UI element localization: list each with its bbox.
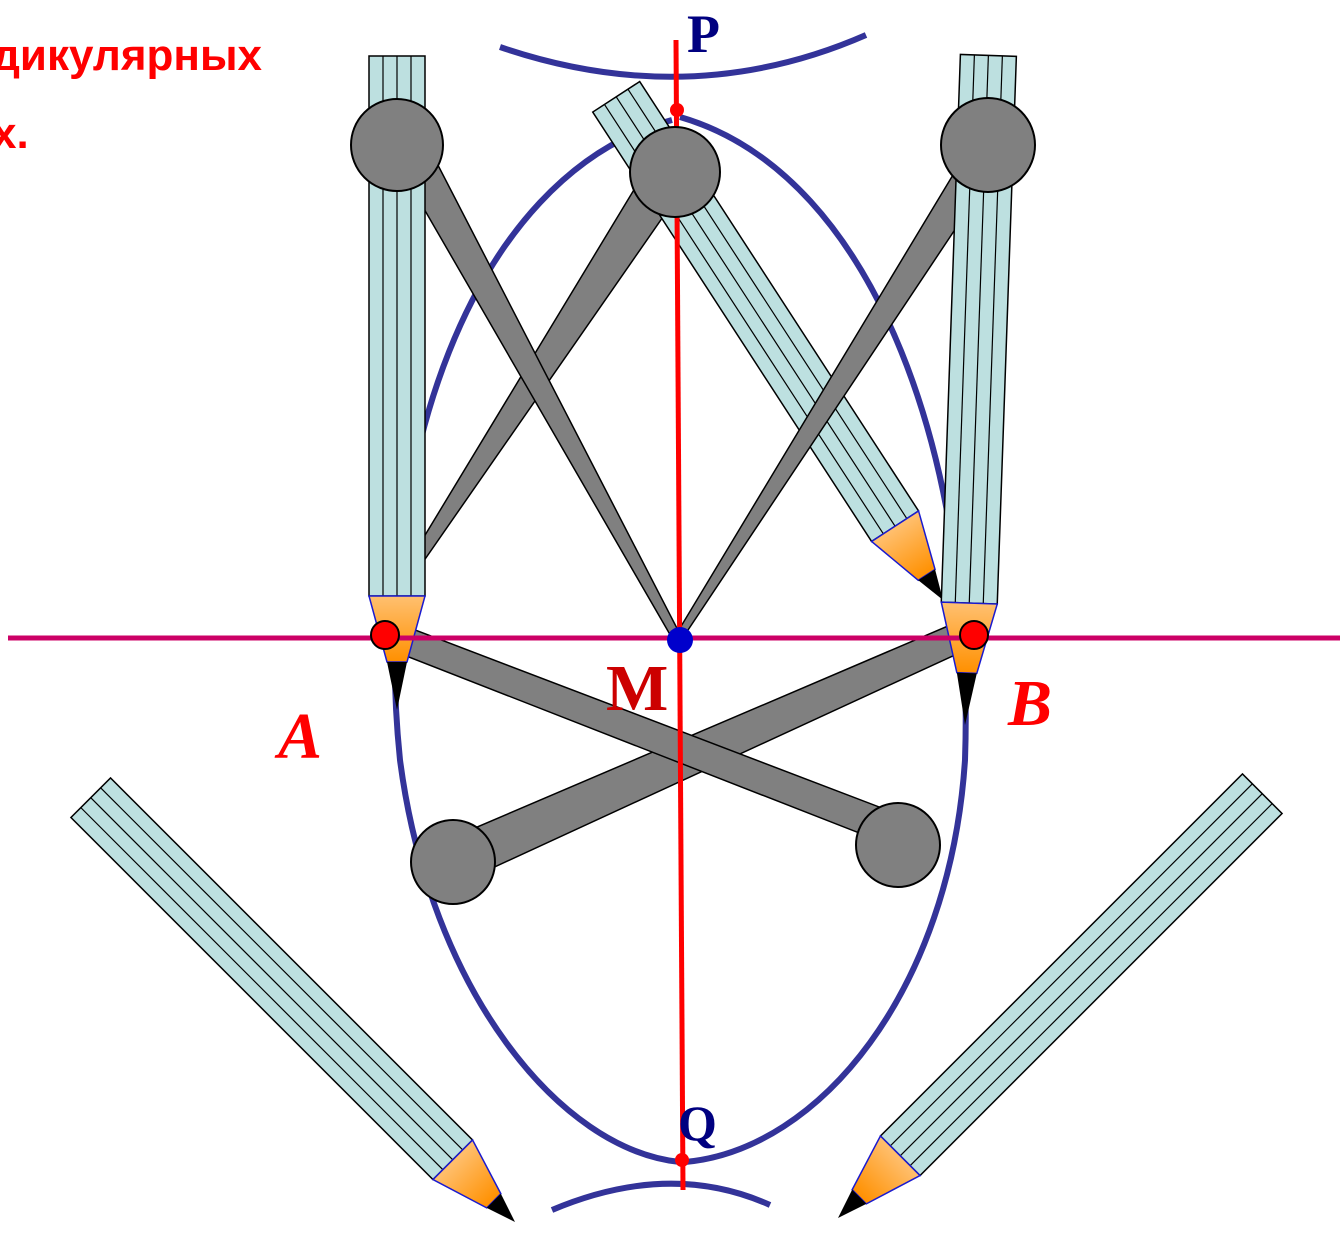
title-line-1: дикулярных [0,31,263,80]
compass-bottom-left [70,622,972,1239]
compass-hinge [350,98,444,192]
compass-bottom-right [394,627,1283,1239]
point-m [667,627,693,653]
title-line-2: х. [0,109,29,158]
arc-from-a-lower [550,1180,772,1213]
label-b: B [1007,667,1052,740]
point-b [959,620,989,650]
point-a [370,620,400,650]
arc-from-a-upper [499,32,868,80]
label-q: Q [678,1095,717,1151]
compass-hinge [940,97,1036,193]
point-p [670,103,684,117]
compass-hinge [855,802,941,888]
label-p: P [687,4,720,64]
label-m: M [606,652,668,725]
label-a: A [274,700,322,773]
perpendicular-line-pq [673,39,686,1191]
compass-hinge [410,819,496,905]
point-q [675,1153,689,1167]
arc-left [391,117,681,1165]
compass-hinge [629,126,721,218]
